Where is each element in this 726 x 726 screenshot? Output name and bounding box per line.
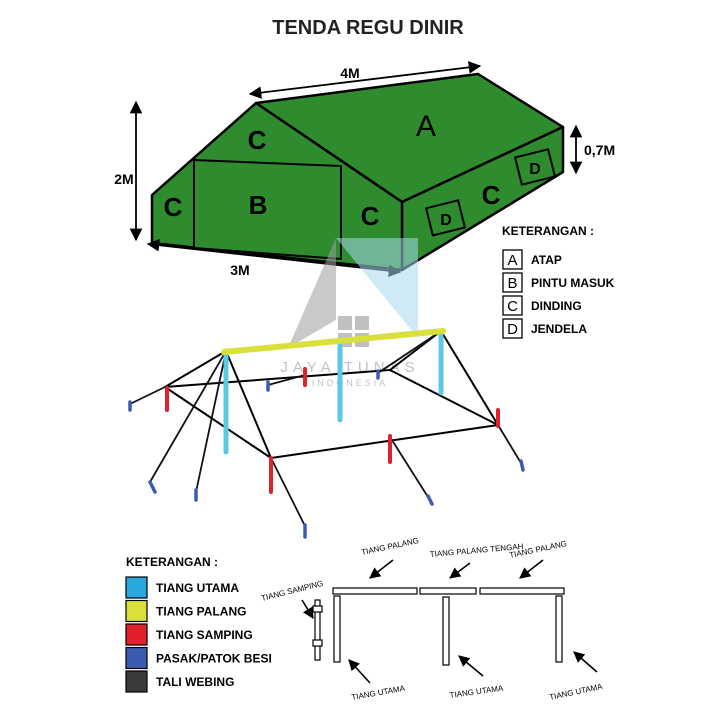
legend-parts-item: A ATAP — [502, 249, 562, 270]
tent-window-1 — [425, 199, 466, 237]
legend-parts-item: D JENDELA — [502, 318, 587, 339]
legend-color-swatch — [125, 599, 148, 623]
legend-color-swatch — [125, 670, 148, 693]
legend-colors-item: TIANG SAMPING — [125, 623, 253, 646]
page-title: TENDA REGU DINIR — [272, 17, 464, 39]
pole-main-mid — [442, 596, 450, 666]
legend-parts-box — [502, 272, 523, 293]
legend-parts-label: JENDELA — [531, 322, 587, 336]
legend-parts-label: ATAP — [531, 253, 562, 267]
watermark-text-2: INDONESIA — [312, 378, 389, 388]
legend-parts-label: PINTU MASUK — [531, 276, 615, 290]
legend-parts-box — [502, 249, 523, 270]
tent-door — [193, 159, 342, 260]
legend-parts-code: C — [507, 298, 518, 315]
dim-height: 2M — [114, 171, 133, 187]
legend-colors-item: TIANG UTAMA — [125, 576, 239, 599]
legend-parts-code: B — [507, 275, 517, 292]
legend-colors-item: TALI WEBING — [125, 670, 234, 693]
frame-ridge-pole — [221, 328, 446, 355]
label-tiang-palang-left: TIANG PALANG — [361, 536, 420, 557]
legend-color-label: TIANG UTAMA — [156, 581, 239, 595]
label-tiang-utama-right: TIANG UTAMA — [549, 682, 604, 702]
pole-top-left — [332, 587, 418, 595]
dim-length: 4M — [340, 65, 359, 81]
frame-side-poles — [165, 367, 500, 494]
part-label-a: A — [416, 110, 436, 143]
frame-stakes — [128, 369, 525, 539]
legend-color-swatch — [125, 576, 148, 599]
tent-window-2 — [514, 148, 556, 186]
legend-parts-code: A — [507, 252, 517, 269]
legend-color-label: TIANG PALANG — [156, 605, 246, 619]
legend-color-label: TALI WEBING — [156, 675, 234, 689]
pole-main-left — [333, 595, 341, 663]
legend-color-label: TIANG SAMPING — [156, 628, 253, 642]
legend-parts-code: D — [507, 321, 518, 338]
legend-parts-box — [502, 318, 523, 339]
dimension-lines — [129, 61, 583, 278]
watermark-grey-triangle — [288, 238, 336, 348]
pole-main-right — [555, 595, 563, 663]
part-label-d-2: D — [529, 161, 541, 178]
legend-parts-item: B PINTU MASUK — [502, 272, 615, 293]
pole-diagram-arrows — [301, 559, 598, 684]
legend-colors-item: TIANG PALANG — [125, 599, 246, 623]
legend-parts-label: DINDING — [531, 299, 582, 313]
part-label-c-side: C — [482, 180, 501, 210]
label-tiang-samping: TIANG SAMPING — [260, 579, 324, 603]
watermark: JAYA TUNAS INDONESIA — [280, 238, 418, 388]
pole-diagram — [312, 587, 565, 666]
legend-colors-heading: KETERANGAN : — [126, 555, 218, 569]
label-tiang-utama-mid: TIANG UTAMA — [449, 683, 504, 700]
pole-top-right — [479, 587, 565, 595]
legend-color-label: PASAK/PATOK BESI — [156, 652, 272, 666]
label-tiang-utama-left: TIANG UTAMA — [351, 684, 406, 702]
part-label-c-gable: C — [248, 125, 267, 155]
tent-frame — [128, 328, 525, 539]
legend-color-swatch — [125, 646, 148, 670]
part-label-c-left: C — [164, 192, 183, 222]
dim-wall: 0,7M — [584, 142, 615, 158]
frame-outline — [164, 330, 499, 459]
part-label-b: B — [249, 190, 268, 220]
pole-side — [314, 599, 321, 661]
frame-ropes — [129, 330, 522, 527]
legend-parts-box — [502, 295, 523, 316]
frame-main-poles — [223, 328, 444, 455]
legend-colors-item: PASAK/PATOK BESI — [125, 646, 272, 670]
part-label-c-right: C — [361, 201, 380, 231]
part-label-d-1: D — [440, 212, 452, 229]
legend-color-swatch — [125, 623, 148, 646]
pole-diagram-labels: TIANG PALANG TIANG PALANG TENGAH TIANG P… — [260, 536, 604, 702]
dim-width: 3M — [230, 262, 249, 278]
pole-top-mid — [419, 587, 477, 595]
legend-colors: KETERANGAN : TIANG UTAMA TIANG PALANG TIAN… — [125, 555, 272, 693]
legend-parts-item: C DINDING — [502, 295, 582, 316]
tent-illustration: A B C C C C D D — [150, 72, 565, 272]
legend-parts-heading: KETERANGAN : — [502, 224, 594, 238]
watermark-blue-triangle — [336, 238, 418, 338]
